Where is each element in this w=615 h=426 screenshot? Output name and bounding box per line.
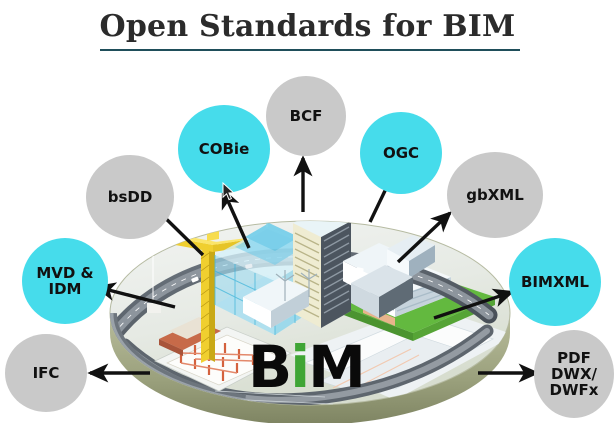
node-bimxml-label: BIMXML [521, 273, 589, 291]
node-mvd-idm-label-line2: IDM [48, 280, 82, 298]
bim-logo-i: i [290, 333, 310, 401]
node-ogc[interactable]: OGC [360, 112, 442, 194]
node-bimxml[interactable]: BIMXML [509, 238, 601, 326]
node-cobie-label: COBie [198, 140, 250, 158]
node-bcf-label: BCF [289, 107, 323, 125]
node-bsdd-label: bsDD [107, 188, 153, 206]
isometric-city-illustration [95, 185, 525, 423]
node-mvd-idm-label-line1: MVD & [36, 264, 94, 282]
node-pdf-label-line1: PDF [557, 349, 591, 367]
node-gbxml[interactable]: gbXML [447, 152, 543, 238]
node-pdf-dwx-dwfx[interactable]: PDF DWX/ DWFx [534, 330, 614, 418]
node-pdf-label-line2: DWX/ [550, 365, 598, 383]
node-bsdd[interactable]: bsDD [86, 155, 174, 239]
title-block: Open Standards for BIM [0, 8, 615, 46]
node-ogc-label: OGC [382, 144, 420, 162]
node-bcf[interactable]: BCF [266, 76, 346, 156]
node-pdf-label-line3: DWFx [549, 381, 599, 399]
node-cobie[interactable]: COBie [178, 105, 270, 193]
title-divider [100, 49, 520, 51]
bim-logo-m: M [308, 333, 366, 401]
node-ifc-label: IFC [32, 364, 60, 382]
page-title: Open Standards for BIM [99, 9, 516, 44]
bim-logo-b: B [248, 333, 292, 401]
node-mvd-idm[interactable]: MVD & IDM [22, 238, 108, 324]
node-ifc[interactable]: IFC [5, 334, 87, 412]
mouse-cursor [222, 181, 235, 206]
node-gbxml-label: gbXML [466, 186, 524, 204]
bim-logo: BiM [248, 336, 380, 398]
